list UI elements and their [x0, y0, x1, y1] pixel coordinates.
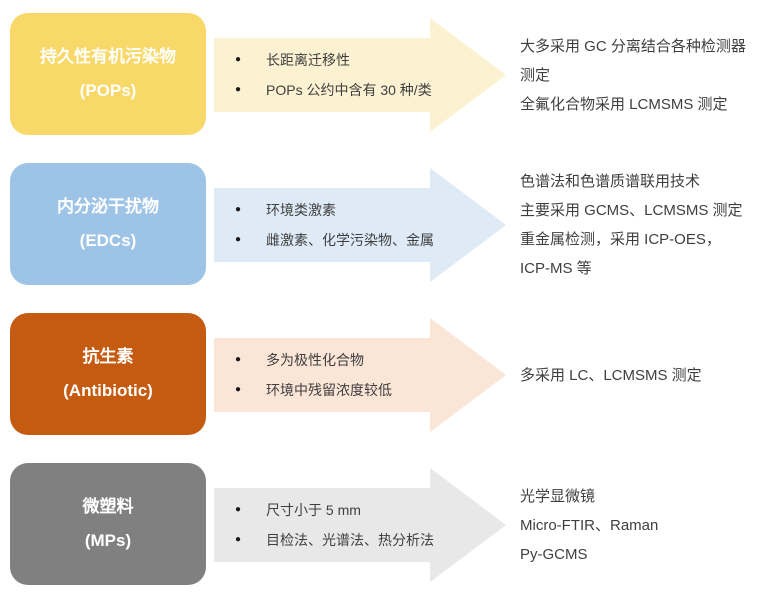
method-text: 大多采用 GC 分离结合各种检测器 测定 全氟化合物采用 LCMSMS 测定: [520, 10, 770, 140]
method-line: 测定: [520, 66, 551, 84]
row-edcs: 内分泌干扰物 (EDCs) ● 环境类激素 ● 雌激素、化学污染物、金属 色谱法…: [0, 150, 770, 300]
category-title: 微塑料: [82, 497, 134, 517]
bullet-text: 尺寸小于 5 mm: [266, 502, 361, 518]
bullet-dot-icon: ●: [235, 384, 242, 395]
bullet-dot-icon: ●: [235, 234, 242, 245]
row-pops: 持久性有机污染物 (POPs) ● 长距离迁移性 ● POPs 公约中含有 30…: [0, 0, 770, 150]
category-title: 持久性有机污染物: [40, 47, 176, 67]
bullet-text: 雌激素、化学污染物、金属: [266, 232, 434, 248]
category-abbr: (POPs): [79, 80, 137, 100]
category-abbr: (Antibiotic): [63, 380, 153, 400]
category-title: 内分泌干扰物: [57, 197, 159, 217]
right-arrow-icon: [214, 318, 506, 432]
method-text: 多采用 LC、LCMSMS 测定: [520, 310, 770, 440]
bullet-list: ● 尺寸小于 5 mm ● 目检法、光谱法、热分析法: [232, 468, 434, 582]
right-arrow-icon: [214, 468, 506, 582]
arrow-shape: [214, 468, 506, 582]
method-text: 色谱法和色谱质谱联用技术 主要采用 GCMS、LCMSMS 测定 重金属检测，采…: [520, 160, 770, 290]
bullet-item: ● 目检法、光谱法、热分析法: [232, 528, 434, 552]
bullet-list: ● 长距离迁移性 ● POPs 公约中含有 30 种/类: [232, 18, 432, 132]
method-line: ICP-MS 等: [520, 260, 592, 277]
bullet-item: ● 环境中残留浓度较低: [232, 378, 432, 402]
row-mps: 微塑料 (MPs) ● 尺寸小于 5 mm ● 目检法、光谱法、热分析法 光学显…: [0, 450, 770, 600]
method-line: 大多采用 GC 分离结合各种检测器: [520, 37, 746, 55]
row-antibiotic: 抗生素 (Antibiotic) ● 多为极性化合物 ● 环境中残留浓度较低 多…: [0, 300, 770, 450]
arrow-shape: [214, 18, 506, 132]
method-line: 主要采用 GCMS、LCMSMS 测定: [520, 202, 743, 219]
bullet-item: ● 雌激素、化学污染物、金属: [232, 228, 434, 252]
right-arrow-icon: [214, 168, 506, 282]
method-line: 重金属检测，采用 ICP-OES，: [520, 231, 721, 248]
bullet-dot-icon: ●: [235, 54, 242, 65]
arrow-shape: [214, 318, 506, 432]
bullet-list: ● 多为极性化合物 ● 环境中残留浓度较低: [232, 318, 432, 432]
bullet-item: ● 多为极性化合物: [232, 348, 432, 372]
method-text: 光学显微镜 Micro-FTIR、Raman Py-GCMS: [520, 460, 770, 590]
category-box-antibiotic: 抗生素 (Antibiotic): [10, 313, 206, 435]
method-line: 光学显微镜: [520, 487, 596, 505]
category-box-mps: 微塑料 (MPs): [10, 463, 206, 585]
method-line: 色谱法和色谱质谱联用技术: [520, 173, 701, 190]
method-line: Py-GCMS: [520, 545, 588, 563]
bullet-item: ● 环境类激素: [232, 198, 432, 222]
bullet-dot-icon: ●: [235, 504, 242, 515]
category-box-edcs: 内分泌干扰物 (EDCs): [10, 163, 206, 285]
bullet-dot-icon: ●: [235, 84, 242, 95]
bullet-text: 环境类激素: [266, 202, 336, 218]
category-title: 抗生素: [82, 347, 134, 367]
bullet-item: ● POPs 公约中含有 30 种/类: [232, 78, 432, 102]
bullet-text: 长距离迁移性: [266, 52, 350, 68]
bullet-list: ● 环境类激素 ● 雌激素、化学污染物、金属: [232, 168, 434, 282]
bullet-dot-icon: ●: [235, 534, 242, 545]
method-line: 多采用 LC、LCMSMS 测定: [520, 366, 702, 384]
bullet-dot-icon: ●: [235, 204, 242, 215]
bullet-item: ● 尺寸小于 5 mm: [232, 498, 432, 522]
arrow-shape: [214, 168, 506, 282]
category-abbr: (EDCs): [79, 230, 137, 250]
bullet-text: 目检法、光谱法、热分析法: [266, 532, 434, 548]
bullet-item: ● 长距离迁移性: [232, 48, 432, 72]
category-abbr: (MPs): [84, 530, 132, 550]
method-line: 全氟化合物采用 LCMSMS 测定: [520, 95, 728, 113]
bullet-text: 环境中残留浓度较低: [266, 382, 392, 398]
right-arrow-icon: [214, 18, 506, 132]
method-line: Micro-FTIR、Raman: [520, 516, 659, 534]
bullet-dot-icon: ●: [235, 354, 242, 365]
bullet-text: 多为极性化合物: [266, 352, 364, 368]
bullet-text: POPs 公约中含有 30 种/类: [266, 82, 432, 98]
category-box-pops: 持久性有机污染物 (POPs): [10, 13, 206, 135]
